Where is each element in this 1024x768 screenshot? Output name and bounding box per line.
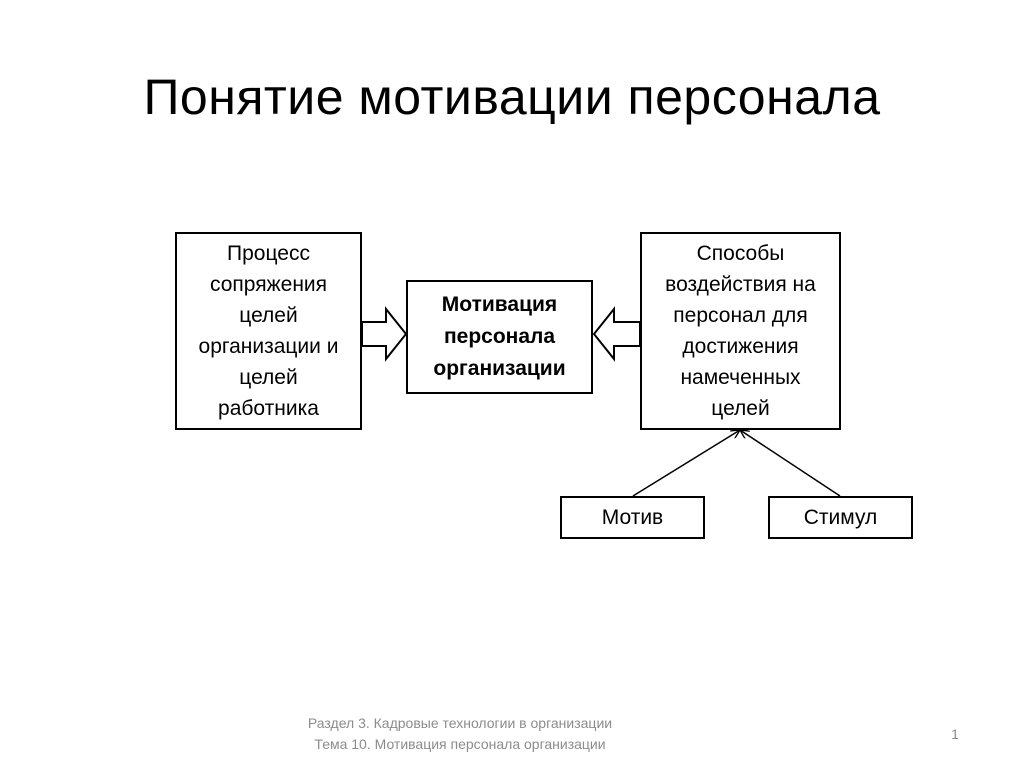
motivation-box-label: Мотивация персонала организации: [433, 293, 566, 380]
footer-line-topic: Тема 10. Мотивация персонала организации: [314, 736, 606, 752]
motiv-box-label: Мотив: [601, 505, 664, 529]
slide-title: Понятие мотивации персонала: [143, 69, 881, 125]
stimul-box: Стимул: [768, 496, 913, 539]
arrow-stimul-to-right: [740, 430, 841, 497]
slide-footer: Раздел 3. Кадровые технологии в организа…: [250, 713, 670, 755]
block-arrow-right-to-center: [592, 306, 641, 362]
motivation-box: Мотивация персонала организации: [406, 280, 593, 394]
page-number: 1: [951, 726, 959, 742]
process-box: Процесс сопряжения целей организации и ц…: [175, 232, 362, 430]
footer-line-section: Раздел 3. Кадровые технологии в организа…: [307, 715, 613, 731]
process-box-label: Процесс сопряжения целей организации и ц…: [198, 242, 339, 420]
methods-box: Способы воздействия на персонал для дост…: [640, 232, 841, 430]
methods-box-label: Способы воздействия на персонал для дост…: [665, 242, 816, 420]
stimul-box-label: Стимул: [803, 505, 878, 529]
arrow-motiv-to-right: [632, 430, 740, 497]
motiv-box: Мотив: [560, 496, 705, 539]
block-arrow-left-to-center: [361, 306, 408, 362]
